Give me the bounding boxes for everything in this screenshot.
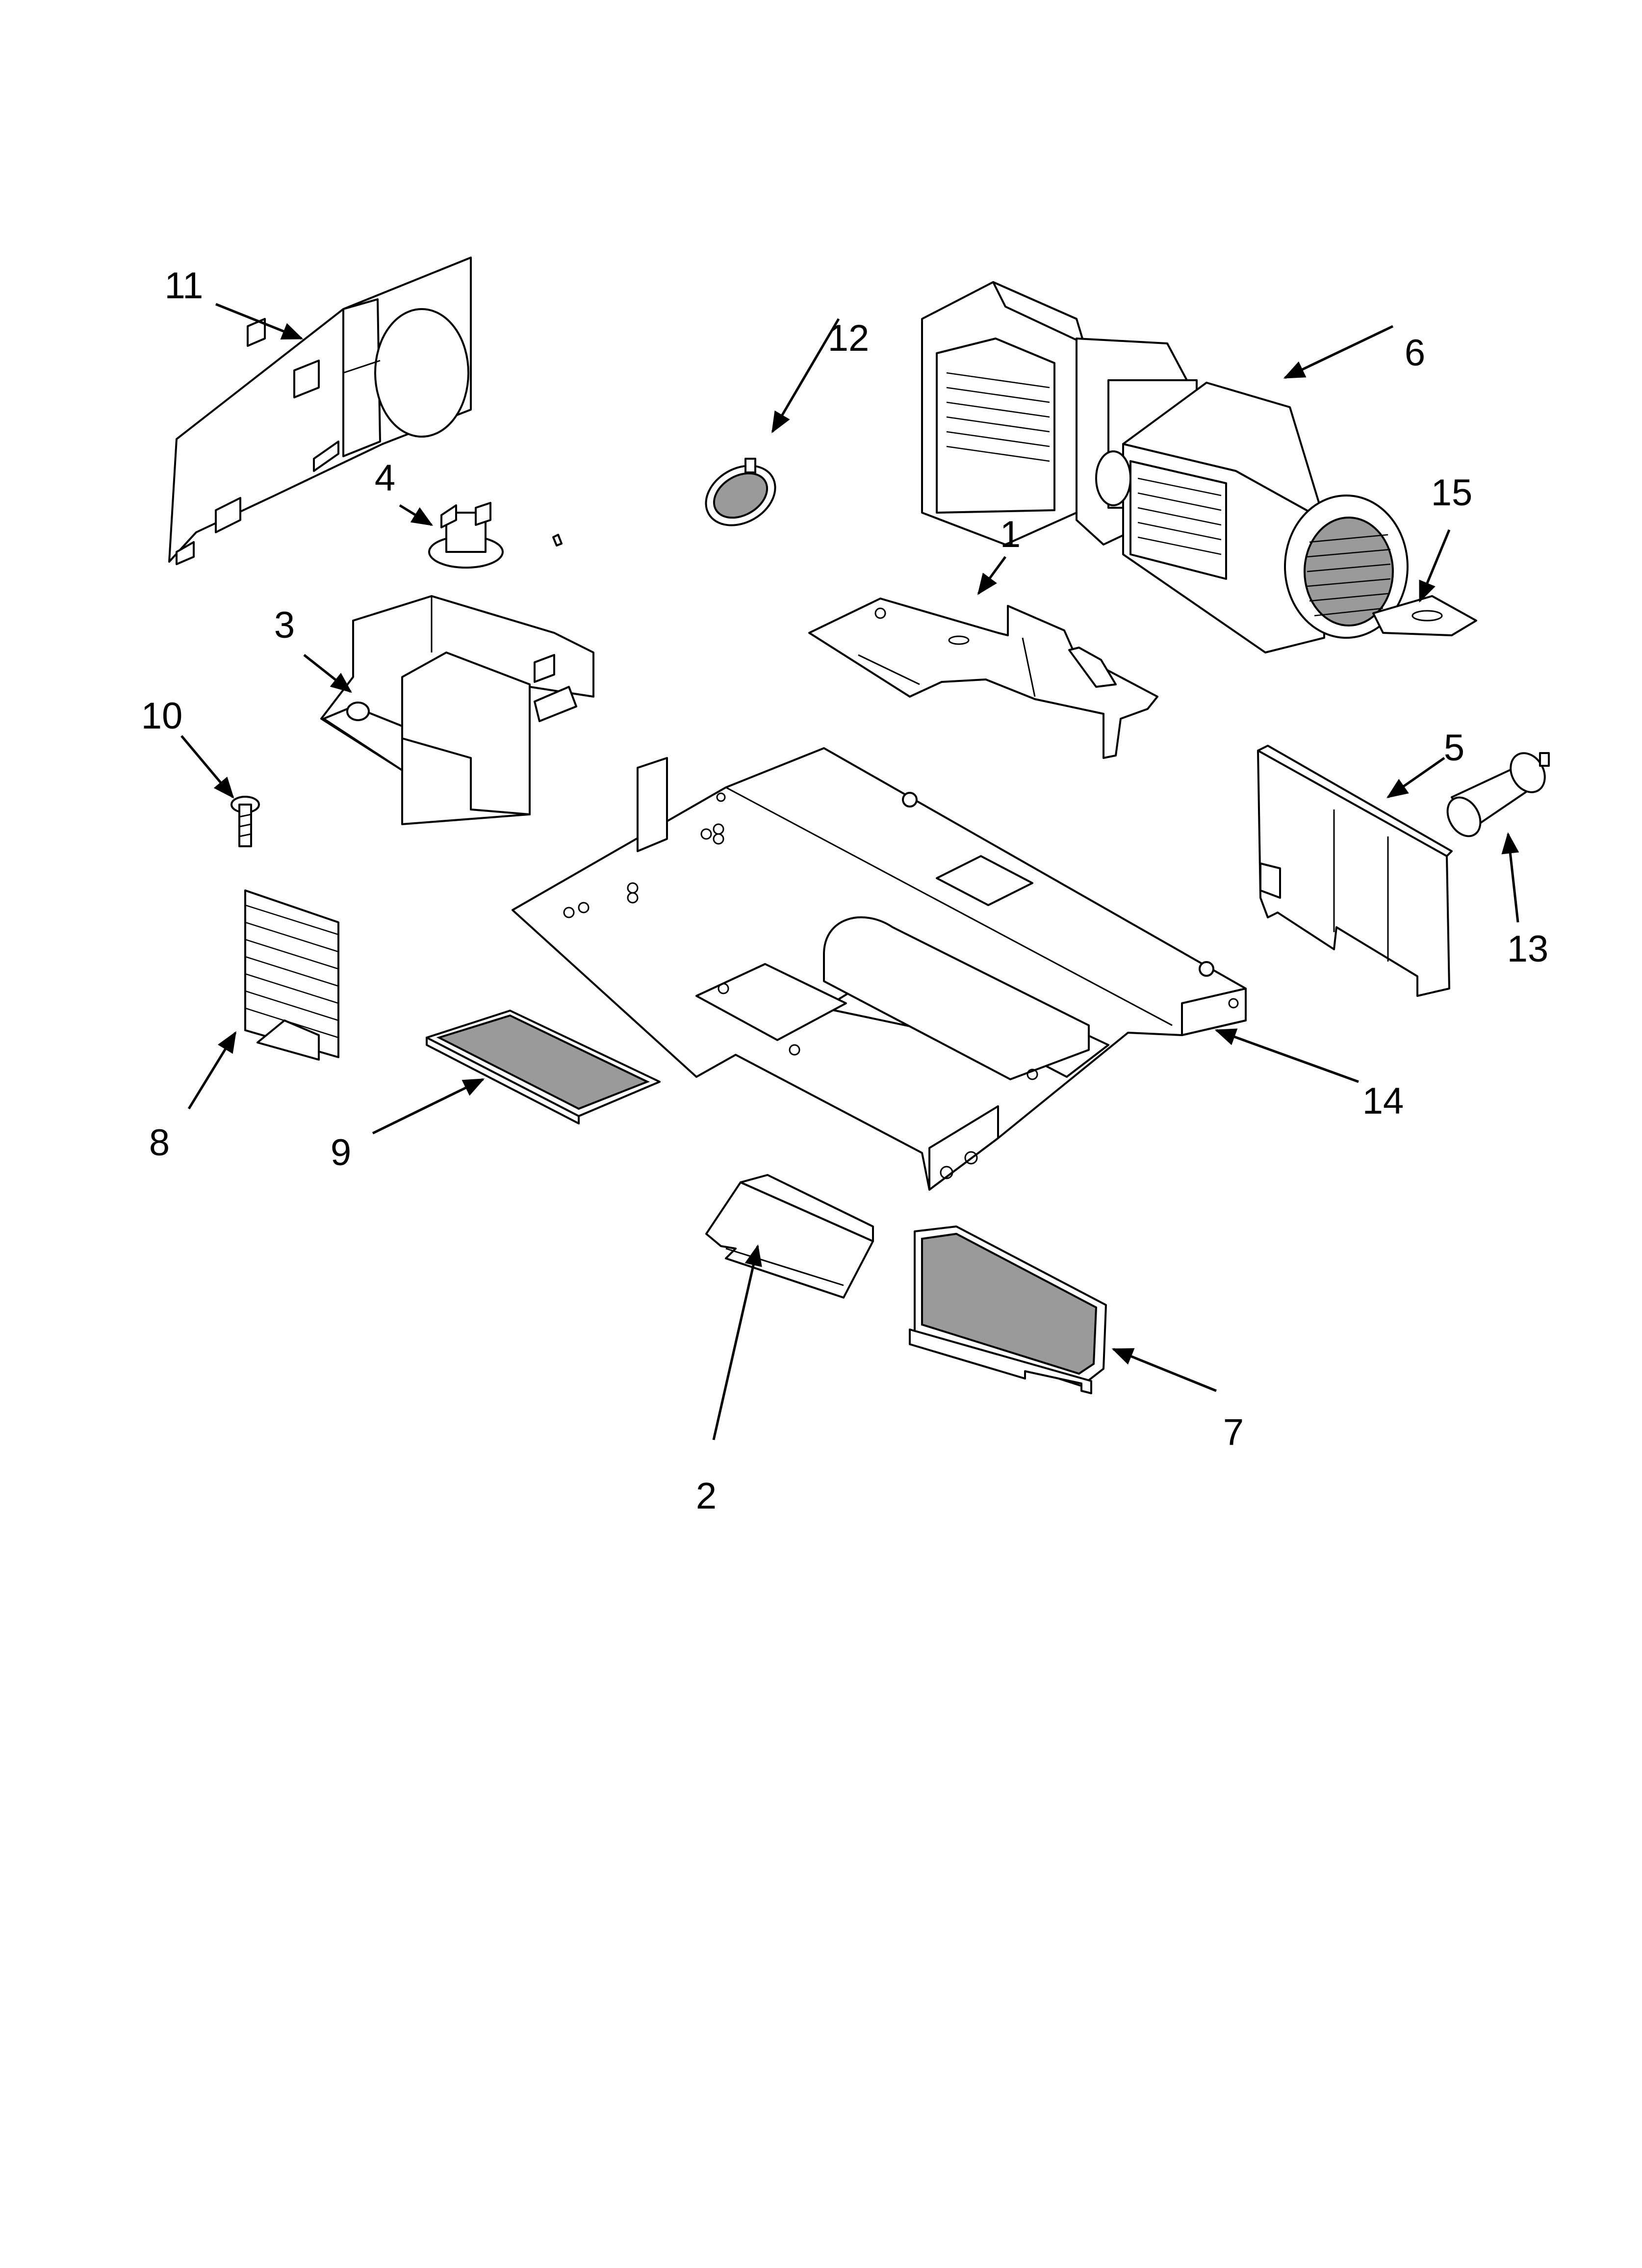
part-12-thermal-cutout: [705, 458, 776, 526]
callout-8: 8: [149, 1122, 170, 1164]
callout-12: 12: [828, 317, 870, 359]
part-4-switch: [428, 502, 563, 569]
callout-9: 9: [331, 1132, 351, 1173]
part-10-screw: [231, 796, 260, 847]
part-1-shroud-plate: [808, 598, 1158, 759]
callout-4: 4: [375, 457, 395, 499]
callout-10: 10: [141, 695, 183, 737]
part-7-grease-filter: [909, 1225, 1107, 1394]
callout-11: 11: [165, 265, 204, 307]
part-2-damper: [705, 1174, 874, 1299]
callout-13: 13: [1507, 928, 1549, 970]
part-3-air-guide: [320, 595, 594, 825]
callout-5: 5: [1444, 727, 1464, 769]
callout-2: 2: [696, 1475, 717, 1517]
callout-6: 6: [1405, 332, 1425, 374]
part-6-blower-motor: [921, 281, 1409, 653]
part-14-base-plate: [512, 747, 1247, 1191]
callout-1: 1: [1000, 514, 1021, 555]
callout-7: 7: [1223, 1411, 1244, 1453]
leader-lines: [180, 303, 1519, 1440]
callout-14: 14: [1362, 1080, 1404, 1122]
part-5-bracket-panel: [1257, 745, 1453, 997]
callout-3: 3: [274, 604, 295, 646]
callout-15: 15: [1431, 472, 1473, 514]
part-11-duct-bracket: [168, 257, 472, 565]
part-8-grille: [244, 889, 339, 1061]
part-9-charcoal-filter: [426, 1010, 661, 1124]
part-13-capacitor: [1446, 752, 1550, 837]
